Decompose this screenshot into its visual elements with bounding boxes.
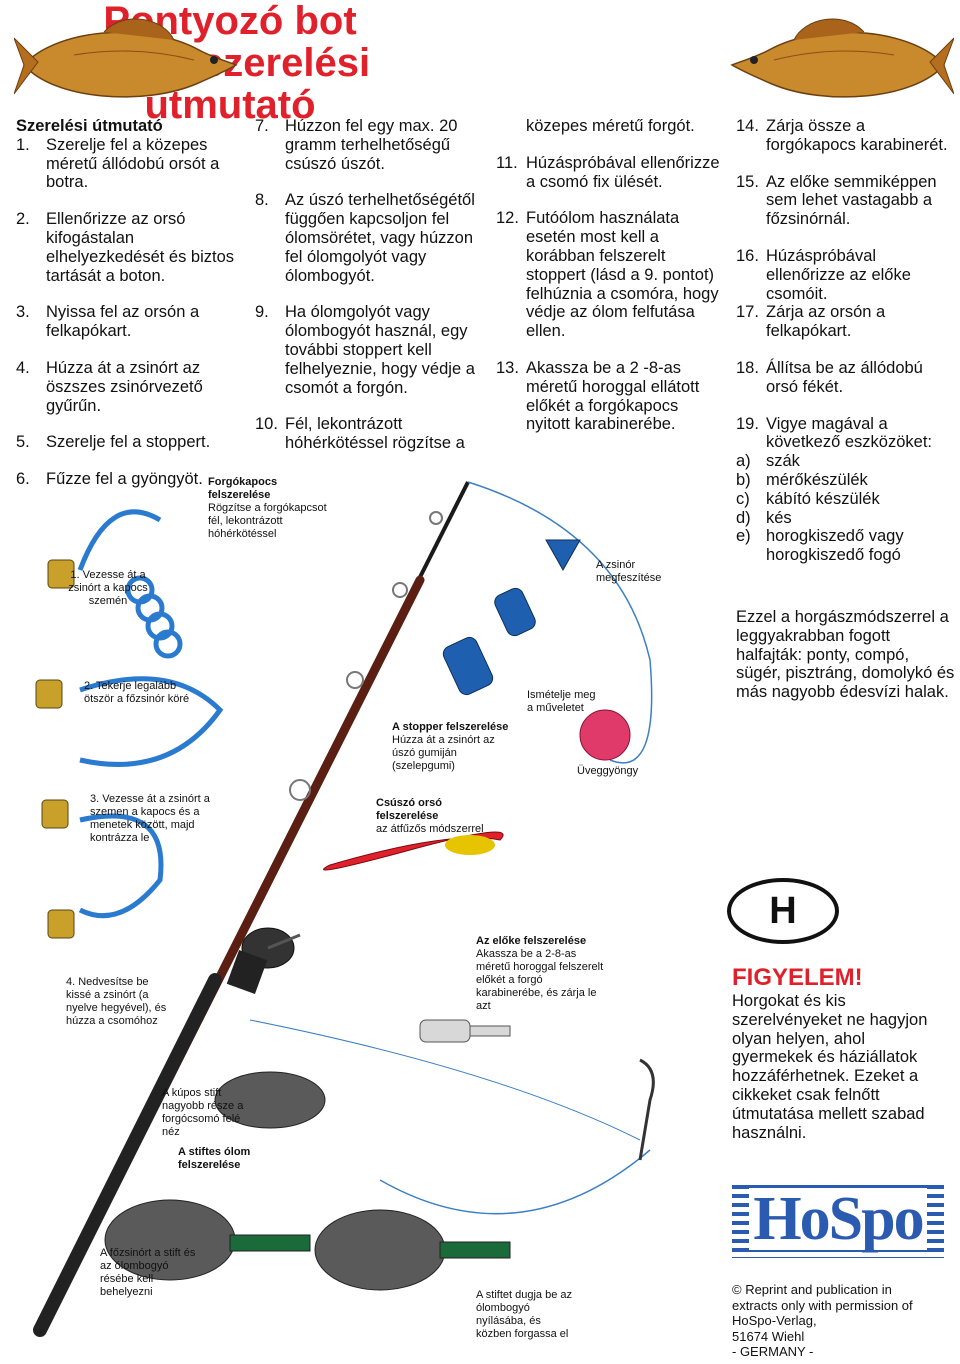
step-10: 10.Fél, lekontrázott hóhérkötéssel rögzí…: [255, 415, 465, 453]
stopper-label-text: Húzza át a zsinórt az úszó gumiján (szel…: [392, 734, 495, 772]
copyright-line-3: - GERMANY -: [732, 1344, 814, 1359]
instructions-heading: Szerelési útmutató: [16, 117, 163, 135]
hook-icon: [638, 1058, 655, 1161]
warning-title: FIGYELEM!: [732, 964, 863, 991]
float-label-title: Csúszó orsó felszerelése: [376, 797, 443, 822]
leader-label-text: Akassza be a 2-8-as méretű horoggal fels…: [476, 948, 604, 1012]
tool-c: c)kábító készülék: [736, 489, 880, 508]
h-badge-letter: H: [769, 889, 797, 932]
carp-illustration-right: [730, 18, 954, 98]
step-12: 12.Futóólom használata esetén most kell …: [496, 209, 719, 341]
step-11: 11.Húzáspróbával ellenőrizze a csomó fix…: [496, 153, 720, 191]
h-badge: H: [727, 878, 839, 944]
warning-text: Horgokat és kis szerelvényeket ne hagyjo…: [732, 992, 928, 1142]
tool-d: d)kés: [736, 508, 792, 527]
leader-label: Az előke felszerelése Akassza be a 2-8-a…: [476, 935, 606, 1013]
cone-label: A kúpos stift nagyobb része a forgócsomó…: [162, 1087, 244, 1138]
knot-step-3-label: 3. Vezesse át a zsinórt a szemen a kapoc…: [90, 793, 210, 844]
swivel-label-title: Forgókapocs felszerelése: [208, 476, 278, 501]
step-7: 7.Húzzon fel egy max. 20 gramm terhelhet…: [255, 117, 458, 173]
step-4: 4.Húzza át a zsinórt az öszszes zsinórve…: [16, 358, 203, 415]
tool-e: e)horogkiszedő vagy horogkiszedő fogó: [736, 527, 904, 565]
step-19: 19.Vigye magával a következő eszközöket:: [736, 414, 932, 452]
swivel-label-text: Rögzítse a forgókapcsot fél, lekontrázot…: [208, 502, 327, 540]
tool-a: a)szák: [736, 452, 800, 471]
float-label: Csúszó orsó felszerelése az átfűzős móds…: [376, 797, 496, 836]
mainline-label: A főzsinórt a stift és az ólombogyó résé…: [100, 1247, 196, 1298]
float-label-text: az átfűzős módszerrel: [376, 823, 484, 835]
leader-swivel-icon: [419, 1019, 511, 1043]
copyright-line-2: 51674 Wiehl: [732, 1328, 805, 1344]
copyright-notice: © Reprint and publication in extracts on…: [732, 1282, 932, 1360]
knot-step-2-label: 2. Tekerje legalább ötször a főzsinór kö…: [84, 680, 190, 705]
leader-label-title: Az előke felszerelése: [476, 935, 587, 947]
knot-drawings: [77, 509, 224, 919]
copyright-line-1: © Reprint and publication in extracts on…: [732, 1282, 913, 1328]
float-icon: [323, 831, 504, 871]
instructions-column-1: Szerelési útmutató 1.Szerelje fel a köze…: [16, 117, 238, 507]
pin-insert-label: A stiftet dugja be az ólombogyó nyílásáb…: [476, 1289, 573, 1340]
step-15: 15.Az előke semmiképpen sem lehet vastag…: [736, 172, 937, 229]
step-9: 9.Ha ólomgolyót vagy ólombogyót használ,…: [255, 303, 475, 397]
step-3: 3.Nyissa fel az orsón a felkapókart.: [16, 303, 200, 341]
hospo-logo: HoSpo: [732, 1180, 944, 1258]
stopper-label: A stopper felszerelése Húzza át a zsinór…: [392, 721, 512, 773]
instructions-column-3: közepes méretű forgót. 11.Húzáspróbával …: [496, 117, 726, 452]
stopper-icon: [442, 539, 581, 696]
swivel-label: Forgókapocs felszerelése Rögzítse a forg…: [208, 476, 338, 541]
step-17: 17.Zárja az orsón a felkapókart.: [736, 303, 886, 341]
repeat-label: Ismételje meg a műveletet: [527, 689, 596, 714]
tension-label: A zsinór megfeszítése: [596, 559, 662, 584]
sinker-icon: [104, 1071, 511, 1291]
step-13: 13.Akassza be a 2 -8-as méretű horoggal …: [496, 358, 700, 434]
step-5: 5.Szerelje fel a stoppert.: [16, 433, 211, 452]
knot-step-1-label: 1. Vezesse át a zsinórt a kapocs szemén: [68, 569, 148, 607]
hospo-logo-text: HoSpo: [749, 1188, 927, 1250]
rod-rigging-illustration: [33, 481, 655, 1337]
reel-icon: [226, 927, 301, 995]
step-16: 16.Húzáspróbával ellenőrizze az előke cs…: [736, 246, 911, 303]
step-10-continued: közepes méretű forgót.: [526, 117, 695, 135]
pin-sinker-label-title: A stiftes ólom felszerelése: [178, 1146, 251, 1171]
step-2: 2.Ellenőrizze az orsó kifogástalan elhel…: [16, 210, 235, 285]
knot-step-4-label: 4. Nedvesítse be kissé a zsinórt (a nyel…: [66, 976, 167, 1027]
step-14: 14.Zárja össze a forgókapocs karabinerét…: [736, 117, 948, 154]
glass-bead-icon: [579, 709, 631, 761]
bead-label: Üveggyöngy: [577, 765, 639, 777]
instructions-column-2: 7.Húzzon fel egy max. 20 gramm terhelhet…: [255, 117, 485, 471]
step-6: 6.Fűzze fel a gyöngyöt.: [16, 470, 203, 489]
step-18: 18.Állítsa be az állódobú orsó fékét.: [736, 358, 923, 396]
carp-illustration-left: [14, 18, 238, 98]
tool-b: b)mérőkészülék: [736, 470, 868, 489]
swivel-icon: [35, 559, 75, 939]
instructions-column-4: 14.Zárja össze a forgókapocs karabinerét…: [736, 117, 954, 583]
stopper-label-title: A stopper felszerelése: [392, 721, 509, 733]
step-8: 8.Az úszó terhelhetőségétől függően kapc…: [255, 191, 475, 285]
fish-species-paragraph: Ezzel a horgászmódszerrel a leggyakrabba…: [736, 608, 955, 702]
step-1: 1.Szerelje fel a közepes méretű állódobú…: [16, 135, 220, 192]
pin-sinker-label: A stiftes ólom felszerelése: [178, 1146, 258, 1172]
